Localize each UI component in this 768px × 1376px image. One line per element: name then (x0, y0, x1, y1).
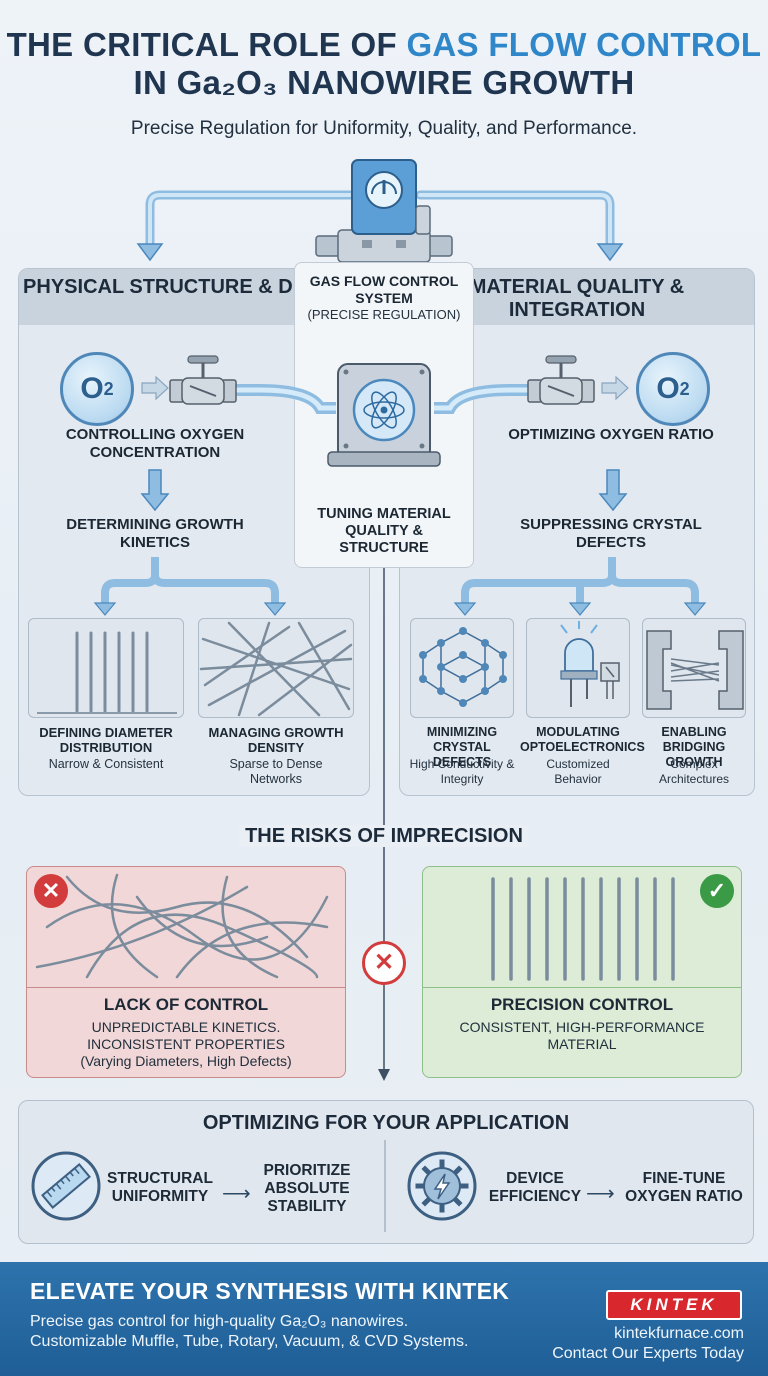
led-optoelectronics-image (526, 618, 630, 718)
system-subtitle: (PRECISE REGULATION) (307, 307, 461, 322)
kintek-logo: KINTEK (606, 1290, 742, 1320)
tangled-nanowires-image (35, 873, 329, 979)
ruler-icon (31, 1151, 101, 1221)
step-optimizing-oxygen: OPTIMIZING OXYGEN RATIO (508, 426, 714, 443)
item-bridging-title: ENABLING BRIDGING GROWTH (661, 725, 727, 769)
divider (384, 1140, 386, 1232)
lack-of-control-title: LACK OF CONTROL (103, 995, 269, 1014)
split-arrows (93, 557, 707, 616)
footer-line-1: Precise gas control for high-quality Ga₂… (30, 1313, 409, 1330)
arrow-down-icon (140, 469, 170, 512)
uniform-nanowires-image (491, 877, 675, 981)
system-title: GAS FLOW CONTROL SYSTEM (309, 273, 459, 306)
title-part-a: THE CRITICAL ROLE OF (6, 26, 397, 63)
arrow-right-icon (141, 375, 169, 401)
bridging-growth-image (642, 618, 746, 718)
page-subtitle: Precise Regulation for Uniformity, Quali… (130, 118, 638, 139)
valve-icon-right (527, 355, 595, 405)
device-efficiency-label: DEVICE EFFICIENCY (488, 1170, 582, 1205)
arrow-down-icon (598, 469, 628, 512)
arrow-right-icon: ⟶ (586, 1183, 615, 1205)
fine-tune-oxygen-label: FINE-TUNE OXYGEN RATIO (625, 1170, 743, 1205)
item-defects-title: MINIMIZING CRYSTAL DEFECTS (426, 725, 498, 769)
aligned-nanowires-image (28, 618, 184, 718)
check-icon: ✓ (700, 874, 734, 908)
structural-uniformity-label: STRUCTURAL UNIFORMITY (107, 1170, 213, 1205)
prioritize-stability-label: PRIORITIZE ABSOLUTE STABILITY (263, 1162, 351, 1215)
page-title-line-1: THE CRITICAL ROLE OF GAS FLOW CONTROL (0, 26, 768, 64)
step-growth-kinetics: DETERMINING GROWTH KINETICS (66, 516, 244, 551)
lack-of-control-text-2: INCONSISTENT PROPERTIES (87, 1036, 285, 1052)
step-controlling-oxygen: CONTROLLING OXYGEN CONCENTRATION (65, 426, 245, 461)
item-diameter-title: DEFINING DIAMETER DISTRIBUTION (39, 725, 173, 755)
nanowire-network-image (198, 618, 354, 718)
page-title-line-2: IN Ga₂O₃ NANOWIRE GROWTH (133, 64, 635, 101)
risks-title-text: THE RISKS OF IMPRECISION (239, 825, 529, 847)
lack-of-control-text-3: (Varying Diameters, High Defects) (80, 1053, 292, 1069)
gear-lightning-icon (407, 1151, 477, 1221)
footer-banner: ELEVATE YOUR SYNTHESIS WITH KINTEK Preci… (0, 1262, 768, 1376)
title-highlight: GAS FLOW CONTROL (406, 26, 762, 63)
lack-of-control-text-1: UNPREDICTABLE KINETICS. (91, 1019, 281, 1035)
precision-control-title: PRECISION CONTROL (490, 995, 674, 1014)
step-suppressing-defects: SUPPRESSING CRYSTAL DEFECTS (520, 516, 702, 551)
optimize-title: OPTIMIZING FOR YOUR APPLICATION (202, 1112, 570, 1134)
crystal-lattice-image (410, 618, 514, 718)
arrow-right-icon (601, 375, 629, 401)
error-icon: ✕ (34, 874, 68, 908)
item-diameter-desc: Narrow & Consistent (48, 757, 164, 771)
optimize-panel (18, 1100, 754, 1244)
item-optoelectronics-title: MODULATING OPTOELECTRONICS (520, 725, 645, 754)
reactor-icon (327, 363, 441, 467)
tuning-label: TUNING MATERIAL QUALITY & STRUCTURE (317, 506, 451, 556)
footer-title: ELEVATE YOUR SYNTHESIS WITH KINTEK (30, 1278, 510, 1304)
risks-title: THE RISKS OF IMPRECISION (0, 825, 768, 848)
item-density-desc: Sparse to Dense Networks (229, 757, 323, 786)
website-link[interactable]: kintekfurnace.com (614, 1325, 744, 1342)
precision-control-card: PRECISION CONTROL CONSISTENT, HIGH-PERFO… (422, 866, 742, 1078)
footer-line-2: Customizable Muffle, Tube, Rotary, Vacuu… (30, 1333, 469, 1350)
contact-link[interactable]: Contact Our Experts Today (552, 1345, 744, 1362)
lack-of-control-card: LACK OF CONTROL UNPREDICTABLE KINETICS. … (26, 866, 346, 1078)
arrow-right-icon: ⟶ (222, 1183, 251, 1205)
precision-control-text: CONSISTENT, HIGH-PERFORMANCE MATERIAL (459, 1019, 705, 1052)
mass-flow-controller-icon (315, 159, 453, 263)
valve-icon-left (169, 355, 237, 405)
item-optoelectronics-desc: Customized Behavior (546, 757, 610, 786)
center-error-icon: ✕ (362, 941, 406, 985)
item-bridging-desc: Complex Architectures (658, 757, 730, 786)
item-density-title: MANAGING GROWTH DENSITY (208, 725, 344, 755)
item-defects-desc: High Conductivity & Integrity (409, 757, 515, 786)
oxygen-pipes (196, 384, 570, 414)
